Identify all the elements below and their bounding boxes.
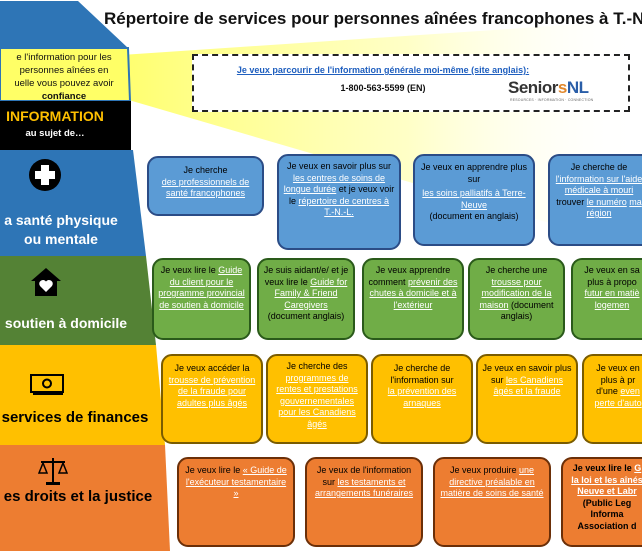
tier-home [0,256,156,345]
executor-guide-link[interactable]: « Guide de l'exécuteur testamentaire » [185,465,287,498]
page-title: Répertoire de services pour personnes aî… [104,9,642,28]
pension-programs-link[interactable]: programmes de rentes et prestations gouv… [276,372,358,429]
pyramid-info-band [0,101,131,150]
info-heading: INFORMATION [6,108,104,124]
tier-label-line: ou mentale [24,231,98,247]
card-seniors-fraud[interactable]: Je veux en savoir plus sur les Canadiens… [476,354,578,444]
tier-health-label: a santé physique ou mentale [0,211,122,249]
medical-cross-icon [28,158,62,197]
card-advance-directive[interactable]: Je veux produire une directive préalable… [433,457,551,547]
card-law-and-seniors[interactable]: Je veux lire le G la loi et les aînés Ne… [561,457,642,547]
card-home-support-guide[interactable]: Je veux lire le Guide du client pour le … [152,258,251,340]
pyramid [0,1,170,551]
professionals-link[interactable]: des professionnels de santé francophones [161,176,250,199]
tier-finance-label: services de finances [1,409,149,426]
intro-line: confiance [41,91,87,102]
fraud-kit-link[interactable]: trousse de prévention de la fraude pour … [168,374,256,408]
seniors-fraud-link[interactable]: les Canadiens âgés et la fraude [493,374,564,397]
card-executor-guide[interactable]: Je veux lire le « Guide de l'exécuteur t… [177,457,295,547]
card-francophone-professionals[interactable]: Je cherche des professionnels de santé f… [147,156,264,216]
pyramid-intro-text: e l'information pour les personnes aînée… [0,51,128,103]
card-fraud-prevention-kit[interactable]: Je veux accéder la trousse de prévention… [161,354,263,444]
advance-directive-link[interactable]: une directive préalable en matière de so… [440,465,544,498]
money-icon [30,374,64,401]
tier-justice-label: es droits et la justice [3,488,153,505]
general-info-box: Je veux parcourir de l'information génér… [192,54,630,112]
intro-line: e l'information pour les [16,52,112,63]
general-info-link[interactable]: Je veux parcourir de l'information génér… [236,65,530,75]
card-medical-assistance-dying[interactable]: Je cherche de l'information sur l'aide m… [548,154,642,246]
law-seniors-link[interactable]: G [634,463,642,473]
home-support-guide-link[interactable]: Guide du client pour le programme provin… [158,265,245,310]
card-future-housing[interactable]: Je veux en sa plus à propo futur en mati… [571,258,642,340]
card-pension-programs[interactable]: Je cherche des programmes de rentes et p… [266,354,368,444]
card-scam-prevention[interactable]: Je cherche de l'information sur la préve… [371,354,473,444]
card-home-modification[interactable]: Je cherche une trousse pour modification… [468,258,565,340]
maid-link[interactable]: l'information sur l'aide médicale à mour… [555,173,642,196]
care-centre-directory-link[interactable]: répertoire de centres à T.-N.-L. [298,195,390,218]
autonomy-link[interactable]: even [620,386,640,396]
scales-icon [37,456,69,491]
palliative-care-link[interactable]: les soins palliatifs à Terre-Neuve [422,188,526,210]
tier-finance [0,345,165,445]
card-wills-funerals[interactable]: Je veux de l'information sur les testame… [305,457,423,547]
tier-label-line: a santé physique [4,212,118,228]
home-heart-icon [30,266,62,303]
card-caregiver-guide[interactable]: Je suis aidant/e/ et je veux lire le Gui… [257,258,355,340]
seniorsnl-logo[interactable]: SeniorsNL RESOURCES · INFORMATION · CONN… [508,78,594,102]
home-modification-link[interactable]: trousse pour modification de la maison [479,276,552,310]
tier-home-label: soutien à domicile [4,315,128,331]
scam-prevention-link[interactable]: la prévention des arnaques [387,386,457,408]
card-fall-prevention[interactable]: Je veux apprendre comment prévenir des c… [362,258,464,340]
long-term-care-link[interactable]: les centres de soins de longue durée [283,172,386,195]
phone-number: 1-800-563-5599 (EN) [340,83,426,93]
pyramid-top-bar [0,1,128,48]
card-autonomy-loss[interactable]: Je veux en plus à pr d'une even perte d'… [582,354,642,444]
wills-funerals-link[interactable]: les testaments et arrangements funéraire… [314,476,414,499]
tier-justice [0,445,170,551]
intro-line: personnes aînées en [19,65,109,76]
caregiver-guide-link[interactable]: Guide for Family & Friend Caregivers [274,276,348,310]
intro-line: uelle vous pouvez avoir [14,78,114,89]
future-housing-link[interactable]: futur en matiè [584,288,640,298]
card-palliative-care[interactable]: Je veux en apprendre plus sur les soins … [413,154,535,246]
fall-prevention-link[interactable]: prévenir des chutes à domicile et à l'ex… [369,276,458,310]
info-subheading: au sujet de… [25,128,85,139]
card-long-term-care[interactable]: Je veux en savoir plus sur les centres d… [277,154,401,250]
